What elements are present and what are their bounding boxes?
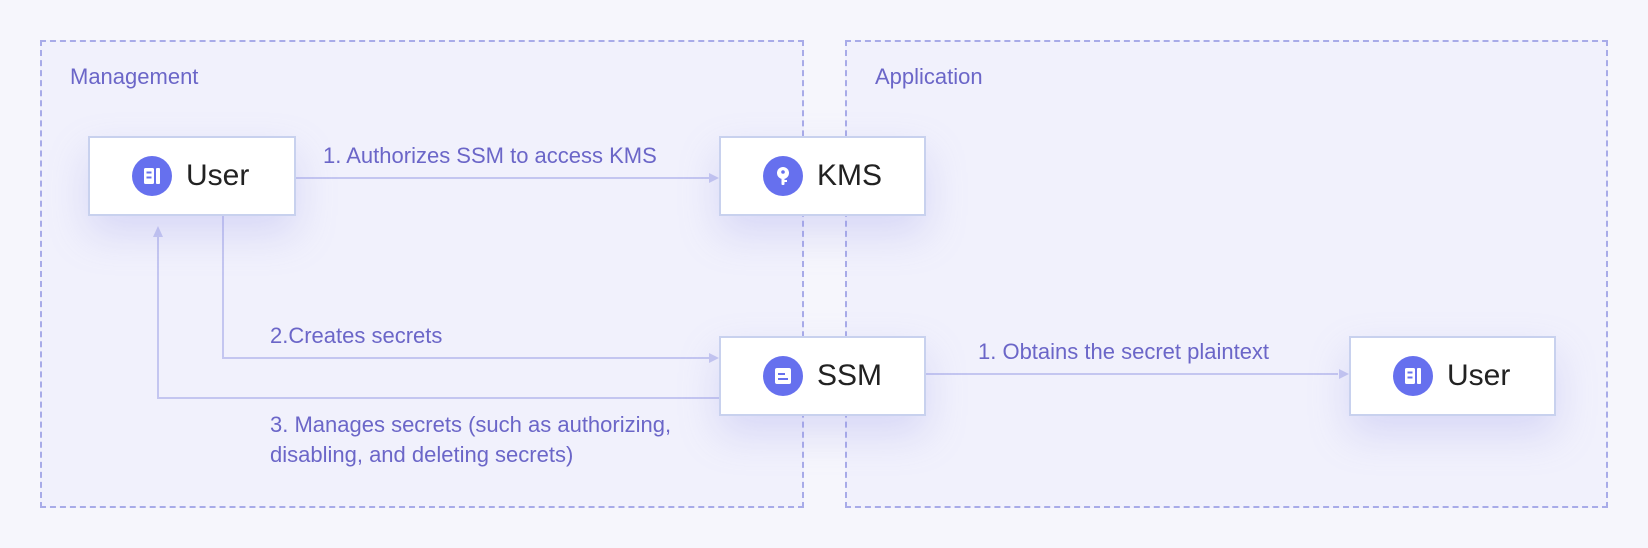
user-node-application-label: User (1447, 359, 1511, 392)
management-group-title: Management (70, 64, 199, 89)
connector-create (222, 216, 710, 359)
create-edge-label: 2.Creates secrets (270, 323, 443, 348)
application-group-title: Application (875, 64, 983, 89)
management-group: Management (40, 40, 804, 508)
user-node-management[interactable]: User (88, 136, 296, 216)
manage-edge-label: 3. Manages secrets (such as authorizing,… (270, 410, 671, 470)
key-icon (763, 156, 803, 196)
arrowhead-create (709, 353, 719, 363)
obtain-edge-label: 1. Obtains the secret plaintext (978, 339, 1270, 364)
arrowhead-obtain (1339, 369, 1349, 379)
application-group: Application (845, 40, 1608, 508)
connector-manage (157, 236, 719, 399)
server-icon (1393, 356, 1433, 396)
ssm-node[interactable]: SSM (719, 336, 926, 416)
manage-edge-label-line1: 3. Manages secrets (such as authorizing, (270, 412, 672, 437)
kms-node-label: KMS (817, 159, 883, 192)
document-icon (763, 356, 803, 396)
server-icon (132, 156, 172, 196)
ssm-node-label: SSM (817, 359, 883, 392)
user-node-application[interactable]: User (1349, 336, 1556, 416)
user-node-management-label: User (186, 159, 250, 192)
manage-edge-label-line2: disabling, and deleting secrets) (270, 442, 574, 467)
arrowhead-authorize (709, 173, 719, 183)
kms-node[interactable]: KMS (719, 136, 926, 216)
authorize-edge-label: 1. Authorizes SSM to access KMS (323, 143, 657, 168)
arrowhead-manage (153, 226, 163, 237)
